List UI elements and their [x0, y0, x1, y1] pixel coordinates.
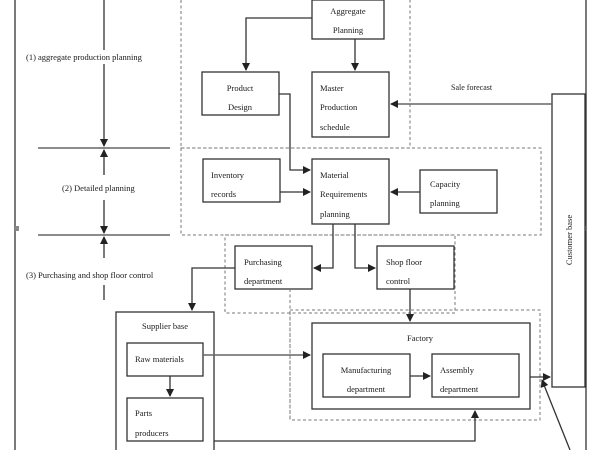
aggregate-planning-label-2: Planning: [333, 25, 364, 35]
supplier-base-label: Supplier base: [142, 321, 188, 331]
detailed-planning-region: [180, 147, 542, 236]
aggregate-planning-label-1: Aggregate: [330, 6, 366, 16]
parts-producers-label-1: Parts: [135, 408, 152, 418]
capacity-planning-label-1: Capacity: [430, 179, 461, 189]
phase2-label: (2) Detailed planning: [62, 183, 135, 193]
customer-base-box[interactable]: [551, 93, 586, 388]
mps-label-3: schedule: [320, 122, 350, 132]
shop-floor-label-2: control: [386, 276, 411, 286]
mrp-label-3: planning: [320, 209, 350, 219]
factory-label: Factory: [407, 333, 434, 343]
assembly-label-2: department: [440, 384, 479, 394]
arrow-mrp-to-shop-floor: [354, 224, 376, 272]
customer-base-label: Customer base: [564, 215, 574, 266]
manufacturing-label-2: department: [347, 384, 386, 394]
aggregate-planning-region: [180, 0, 411, 149]
inventory-records-label-2: records: [211, 189, 236, 199]
master-production-schedule-box[interactable]: [311, 71, 390, 138]
assembly-label-1: Assembly: [440, 365, 475, 375]
phase1-label: (1) aggregate production planning: [26, 52, 143, 62]
inventory-records-label-1: Inventory: [211, 170, 245, 180]
arrow-aggregate-to-product-design: [242, 17, 312, 71]
raw-materials-box[interactable]: [126, 342, 204, 377]
phase3-label: (3) Purchasing and shop floor control: [26, 270, 154, 280]
raw-materials-label: Raw materials: [135, 354, 184, 364]
frame-handle-left: [15, 226, 19, 231]
purchasing-label-2: department: [244, 276, 283, 286]
product-design-label-1: Product: [227, 83, 254, 93]
shop-floor-control-box[interactable]: [376, 245, 455, 290]
parts-producers-box[interactable]: [126, 397, 204, 442]
arrow-parts-to-assembly: [214, 410, 479, 442]
arrow-purchasing-to-supplier: [188, 267, 235, 311]
parts-producers-label-2: producers: [135, 428, 169, 438]
sale-forecast-label: Sale forecast: [451, 83, 493, 92]
purchasing-label-1: Purchasing: [244, 257, 283, 267]
material-requirements-planning-box[interactable]: [311, 158, 390, 225]
product-design-label-2: Design: [228, 102, 253, 112]
mrp-label-2: Requirements: [320, 189, 367, 199]
arrow-feedback-diagonal: [540, 379, 571, 450]
inventory-records-box[interactable]: [202, 158, 281, 203]
capacity-planning-label-2: planning: [430, 198, 460, 208]
mrp-label-1: Material: [320, 170, 349, 180]
mps-label-1: Master: [320, 83, 344, 93]
manufacturing-label-1: Manufacturing: [341, 365, 392, 375]
arrow-product-design-to-mrp: [279, 93, 311, 174]
assembly-department-box[interactable]: [431, 353, 520, 398]
product-design-box[interactable]: [201, 71, 280, 116]
aggregate-planning-box[interactable]: [311, 0, 385, 40]
mps-label-2: Production: [320, 102, 358, 112]
arrow-mrp-to-purchasing: [313, 224, 334, 272]
shop-floor-label-1: Shop floor: [386, 257, 422, 267]
factory-region: [289, 309, 541, 421]
